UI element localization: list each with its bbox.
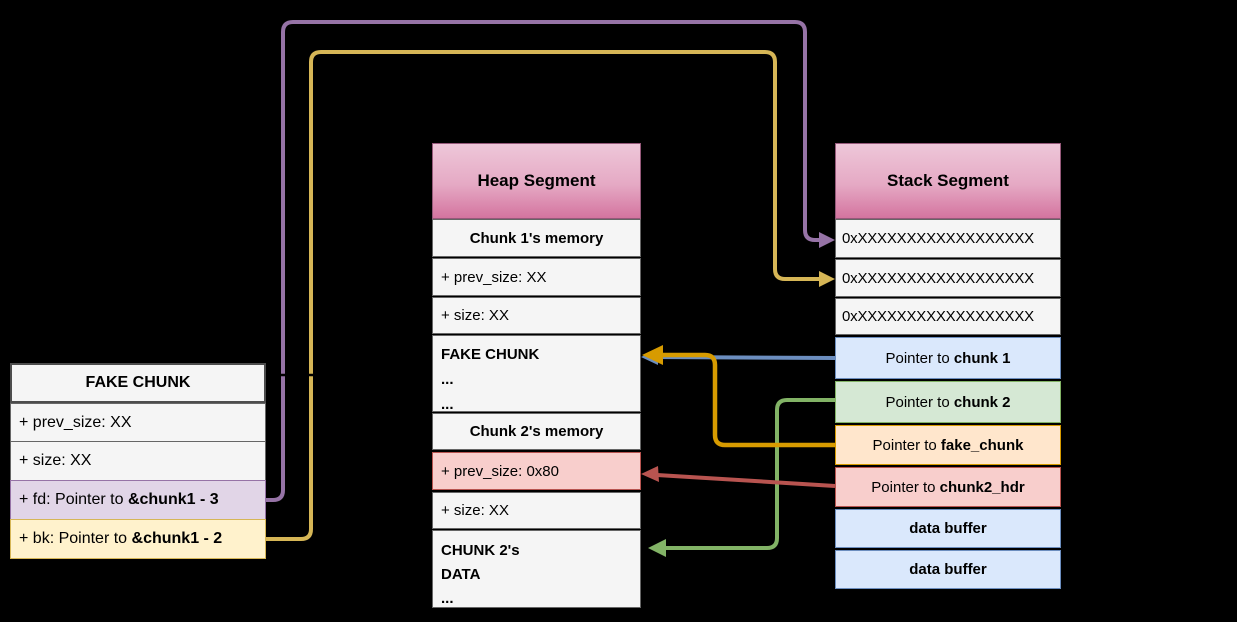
heap-chunk1-memory-row: Chunk 1's memory: [432, 219, 641, 257]
stack-address-row-3: 0xXXXXXXXXXXXXXXXXXX: [835, 298, 1061, 335]
fake-chunk-link-arrowhead: [416, 369, 429, 381]
chunk2-hdr-pointer-arrow: [656, 473, 836, 488]
stack-pointer-chunk2-row: Pointer to chunk 2: [835, 381, 1061, 423]
stack-address-row-2: 0xXXXXXXXXXXXXXXXXXX: [835, 259, 1061, 297]
fake-chunk-fd-label: + fd: Pointer to &chunk1 - 3: [19, 491, 219, 508]
fake-chunk-table: FAKE CHUNK + prev_size: XX + size: XX + …: [10, 363, 266, 559]
stack-address-row-1: 0xXXXXXXXXXXXXXXXXXX: [835, 219, 1061, 258]
heap-chunk2-prev-size-row: + prev_size: 0x80: [432, 452, 641, 490]
chunk2-hdr-pointer-arrowhead: [641, 466, 659, 482]
bk-pointer-arrowhead: [819, 271, 835, 287]
fake-chunk-pointer-arrow: [661, 352, 835, 448]
heap-fake-chunk-line1: FAKE CHUNK: [441, 346, 540, 363]
fake-chunk-bk-label: + bk: Pointer to &chunk1 - 2: [19, 530, 223, 547]
heap-segment-table: Heap Segment Chunk 1's memory + prev_siz…: [432, 143, 641, 608]
heap-chunk2-data-line3: ...: [441, 590, 454, 607]
chunk1-pointer-arrow: [655, 355, 836, 360]
stack-pointer-chunk2-hdr-row: Pointer to chunk2_hdr: [835, 467, 1061, 507]
fake-chunk-size-row: + size: XX: [10, 441, 266, 481]
heap-chunk1-prev-size-row: + prev_size: XX: [432, 258, 641, 296]
heap-chunk1-size-row: + size: XX: [432, 297, 641, 334]
heap-segment-title: Heap Segment: [432, 143, 641, 219]
stack-pointer-chunk2-label: Pointer to chunk 2: [885, 393, 1011, 411]
fake-chunk-bk-row: + bk: Pointer to &chunk1 - 2: [10, 519, 266, 559]
heap-chunk2-size-row: + size: XX: [432, 492, 641, 529]
stack-pointer-fake-chunk-row: Pointer to fake_chunk: [835, 425, 1061, 465]
chunk2-pointer-arrow: [664, 398, 835, 550]
stack-pointer-chunk2-hdr-label: Pointer to chunk2_hdr: [871, 478, 1025, 496]
stack-segment-table: Stack Segment 0xXXXXXXXXXXXXXXXXXX 0xXXX…: [835, 143, 1061, 589]
chunk2-pointer-arrowhead: [648, 539, 666, 557]
chunk1-pointer-arrowhead: [641, 349, 658, 365]
stack-pointer-chunk1-row: Pointer to chunk 1: [835, 337, 1061, 379]
fake-chunk-title: FAKE CHUNK: [10, 363, 266, 403]
fake-chunk-prev-size-row: + prev_size: XX: [10, 403, 266, 442]
fd-pointer-arrowhead: [819, 232, 835, 248]
stack-pointer-chunk1-label: Pointer to chunk 1: [885, 349, 1011, 367]
heap-chunk2-data-row: CHUNK 2's DATA ...: [432, 530, 641, 608]
fake-chunk-size-label: + size: XX: [19, 452, 92, 469]
heap-chunk2-data-line2: DATA: [441, 566, 481, 583]
stack-data-buffer-row-1: data buffer: [835, 509, 1061, 548]
heap-chunk2-memory-row: Chunk 2's memory: [432, 413, 641, 450]
stack-segment-title: Stack Segment: [835, 143, 1061, 219]
heap-chunk2-data-line1: CHUNK 2's: [441, 542, 520, 559]
stack-pointer-fake-chunk-label: Pointer to fake_chunk: [872, 436, 1024, 454]
fake-chunk-fd-row: + fd: Pointer to &chunk1 - 3: [10, 480, 266, 520]
heap-fake-chunk-line2: ...: [441, 371, 454, 388]
heap-fake-chunk-row: FAKE CHUNK ... ...: [432, 335, 641, 413]
stack-data-buffer-row-2: data buffer: [835, 550, 1061, 589]
fake-chunk-prev-size-label: + prev_size: XX: [19, 413, 132, 431]
fake-chunk-pointer-arrowhead: [642, 345, 663, 365]
